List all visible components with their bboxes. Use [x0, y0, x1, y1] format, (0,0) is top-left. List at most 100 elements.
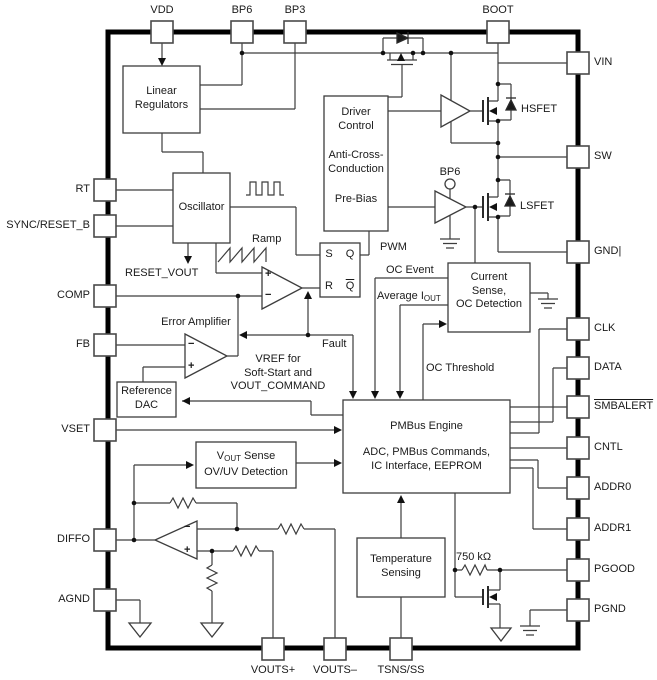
fault-label: Fault — [322, 338, 347, 350]
current-sense-block — [447, 262, 531, 333]
pin-addr1 — [566, 517, 590, 541]
diff-amp-minus-sign: − — [184, 521, 191, 533]
pin-label-vouts-plus: VOUTS+ — [250, 664, 296, 676]
latch-q-label: Q — [345, 248, 355, 260]
ls-driver-buffer-icon — [434, 189, 468, 225]
pin-addr0 — [566, 476, 590, 500]
linear-regulators-block — [122, 65, 201, 134]
pin-fb — [93, 333, 117, 357]
hs-driver-buffer-icon — [440, 93, 472, 129]
pin-label-boot: BOOT — [482, 4, 514, 16]
resistor-icon-plus-input — [232, 544, 260, 558]
pin-label-fb: FB — [75, 338, 90, 350]
ground-icons — [127, 238, 558, 643]
ramp-waveform-icon — [217, 246, 267, 264]
pin-tsns-ss — [389, 637, 413, 661]
pin-label-tsns-ss: TSNS/SS — [377, 664, 425, 676]
hsfet-body-diode-icon — [504, 98, 518, 111]
pin-label-addr1: ADDR1 — [594, 522, 632, 534]
pin-label-sw: SW — [594, 150, 612, 162]
pin-label-cntl: CNTL — [594, 441, 623, 453]
diff-amp-plus-sign: + — [184, 544, 191, 556]
pin-label-data: DATA — [594, 361, 622, 373]
hsfet-icon — [482, 97, 489, 125]
sr-latch-block — [319, 242, 361, 298]
pgnd-earth-icon — [520, 625, 540, 636]
pin-smbalert — [566, 395, 590, 419]
pin-label-comp: COMP — [57, 289, 90, 301]
mosfet-icons — [482, 97, 489, 608]
boot-diode-icon — [396, 31, 410, 45]
divider-ground-icon — [199, 622, 225, 639]
pin-label-clk: CLK — [594, 322, 616, 334]
arrowheads — [158, 53, 497, 601]
pin-diffo — [93, 528, 117, 552]
pin-label-bp3: BP3 — [284, 4, 306, 16]
resistor-icon-pullup — [461, 563, 488, 577]
resistor-icon-minus-input — [277, 522, 305, 536]
lsfet-body-diode-icon — [503, 194, 517, 207]
vout-sense-label: VOUT Sense OV/UV Detection — [204, 450, 288, 478]
anti-cross-conduction-label: Anti-Cross- Conduction — [328, 149, 384, 175]
pin-label-vset: VSET — [61, 423, 90, 435]
temperature-sensing-block — [356, 537, 446, 598]
pwm-comparator-icon — [261, 265, 304, 311]
pin-comp — [93, 284, 117, 308]
pin-label-pgnd: PGND — [594, 603, 626, 615]
error-amplifier-label: Error Amplifier — [161, 316, 231, 328]
latch-r-label: R — [325, 280, 333, 292]
pin-vouts-plus — [261, 637, 285, 661]
resistor-icon-vertical — [205, 564, 219, 592]
pwm-comp-plus-sign: + — [265, 268, 272, 280]
pwm-comp-minus-sign: − — [265, 289, 272, 301]
hsfet-label: HSFET — [521, 103, 558, 115]
current-sense-label: Current Sense, OC Detection — [455, 271, 523, 310]
clock-waveform-icon — [246, 181, 284, 196]
pin-agnd — [93, 588, 117, 612]
pin-label-vdd: VDD — [150, 4, 174, 16]
vout-sense-block — [195, 441, 297, 489]
bp6-terminal-icon — [444, 178, 456, 190]
pin-label-sync: SYNC/RESET_B — [6, 219, 90, 231]
vref-label: VREF for Soft-Start and VOUT_COMMAND — [230, 353, 326, 392]
error-amplifier-icon — [184, 332, 229, 380]
pin-gnd — [566, 240, 590, 264]
pin-label-addr0: ADDR0 — [594, 481, 632, 493]
pin-boxes — [93, 20, 590, 661]
pullup-label: 750 kΩ — [456, 551, 492, 563]
resistor-icons — [169, 496, 488, 592]
pin-clk — [566, 317, 590, 341]
wires — [116, 37, 567, 638]
oscillator-block — [172, 172, 231, 244]
pmbus-title-label: PMBus Engine — [390, 420, 463, 432]
reference-dac-block — [116, 381, 177, 418]
temperature-sensing-label: Temperature Sensing — [370, 553, 432, 579]
latch-qbar-label: Q — [345, 280, 355, 292]
error-amp-plus-sign: + — [188, 360, 195, 372]
pin-pgood — [566, 558, 590, 582]
current-sense-earth-icon — [538, 298, 558, 309]
latch-s-label: S — [325, 248, 333, 260]
pin-label-pgood: PGOOD — [594, 563, 635, 575]
pin-label-bp6: BP6 — [231, 4, 253, 16]
pin-vset — [93, 418, 117, 442]
diode-icons — [396, 31, 518, 207]
pre-bias-label: Pre-Bias — [334, 193, 378, 205]
pin-bp3 — [283, 20, 307, 44]
pin-data — [566, 356, 590, 380]
pin-label-rt: RT — [75, 183, 90, 195]
oc-threshold-label: OC Threshold — [426, 362, 495, 374]
pin-label-gnd: GND| — [594, 245, 622, 257]
bp6-internal-label: BP6 — [439, 166, 461, 178]
pin-cntl — [566, 436, 590, 460]
driver-control-block — [323, 95, 389, 232]
average-iout-label: Average IOUT — [377, 290, 441, 303]
pin-pgnd — [566, 598, 590, 622]
pgood-fet-ground-icon — [489, 627, 513, 643]
linear-regulators-label: Linear Regulators — [134, 85, 189, 111]
driver-control-label: Driver Control — [338, 106, 374, 132]
pin-rt — [93, 178, 117, 202]
oscillator-label: Oscillator — [178, 201, 225, 213]
